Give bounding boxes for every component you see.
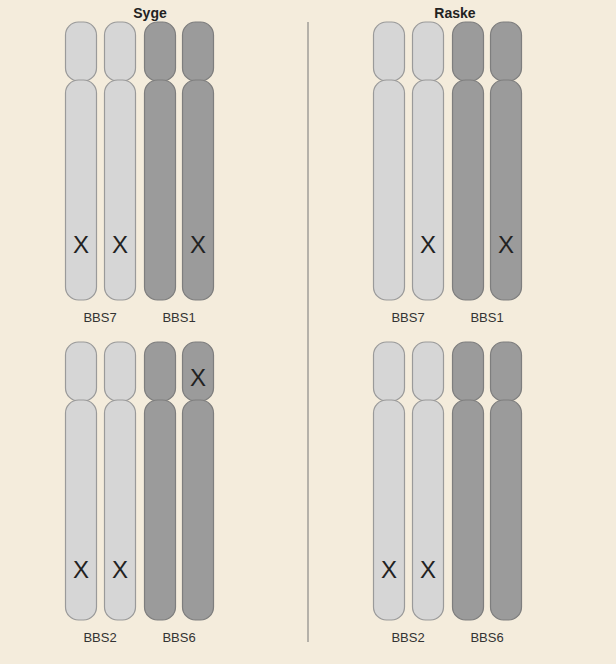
mutation-mark: X (73, 558, 89, 582)
mutation-mark: X (190, 366, 206, 390)
gene-label: BBS2 (391, 631, 424, 644)
group-heading: Syge (133, 6, 166, 20)
gene-label: BBS1 (162, 311, 195, 324)
mutation-mark: X (420, 233, 436, 257)
mutation-mark: X (381, 558, 397, 582)
mutation-mark: X (420, 558, 436, 582)
gene-label: BBS7 (83, 311, 116, 324)
chromosome-pair (66, 22, 522, 620)
mutation-mark: X (498, 233, 514, 257)
group-heading: Raske (434, 6, 475, 20)
gene-label: BBS6 (162, 631, 195, 644)
gene-label: BBS1 (470, 311, 503, 324)
mutation-mark: X (190, 233, 206, 257)
gene-label: BBS6 (470, 631, 503, 644)
gene-label: BBS2 (83, 631, 116, 644)
gene-label: BBS7 (391, 311, 424, 324)
mutation-mark: X (112, 233, 128, 257)
mutation-mark: X (73, 233, 89, 257)
divider-line (308, 22, 309, 642)
mutation-mark: X (112, 558, 128, 582)
